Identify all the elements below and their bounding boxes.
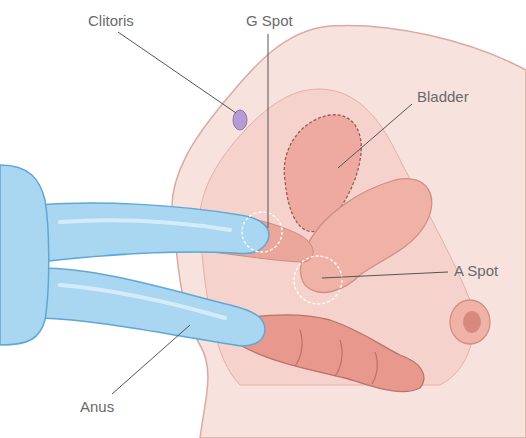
- rectum-folds: [295, 330, 377, 384]
- ovary: [450, 300, 490, 344]
- leader-line: [322, 272, 448, 278]
- toy-lower-prong: [40, 268, 265, 346]
- g-spot-marker: [242, 212, 282, 252]
- leader-line: [268, 34, 269, 228]
- a-spot-marker: [294, 256, 342, 304]
- leader-line: [338, 104, 412, 168]
- part-label: Anus: [80, 398, 114, 416]
- uterus: [300, 179, 431, 293]
- part-label: Clitoris: [88, 12, 134, 30]
- toy: [0, 165, 269, 346]
- part-label: Bladder: [417, 88, 469, 106]
- leader-line: [118, 32, 236, 113]
- ovary-inner: [463, 311, 481, 333]
- clitoris-shape: [233, 110, 247, 130]
- leader-line: [112, 325, 190, 394]
- toy-upper-prong: [40, 203, 269, 262]
- part-label: G Spot: [246, 12, 293, 30]
- toy-highlight: [60, 220, 230, 318]
- toy-base: [0, 165, 49, 345]
- part-label: A Spot: [454, 262, 498, 280]
